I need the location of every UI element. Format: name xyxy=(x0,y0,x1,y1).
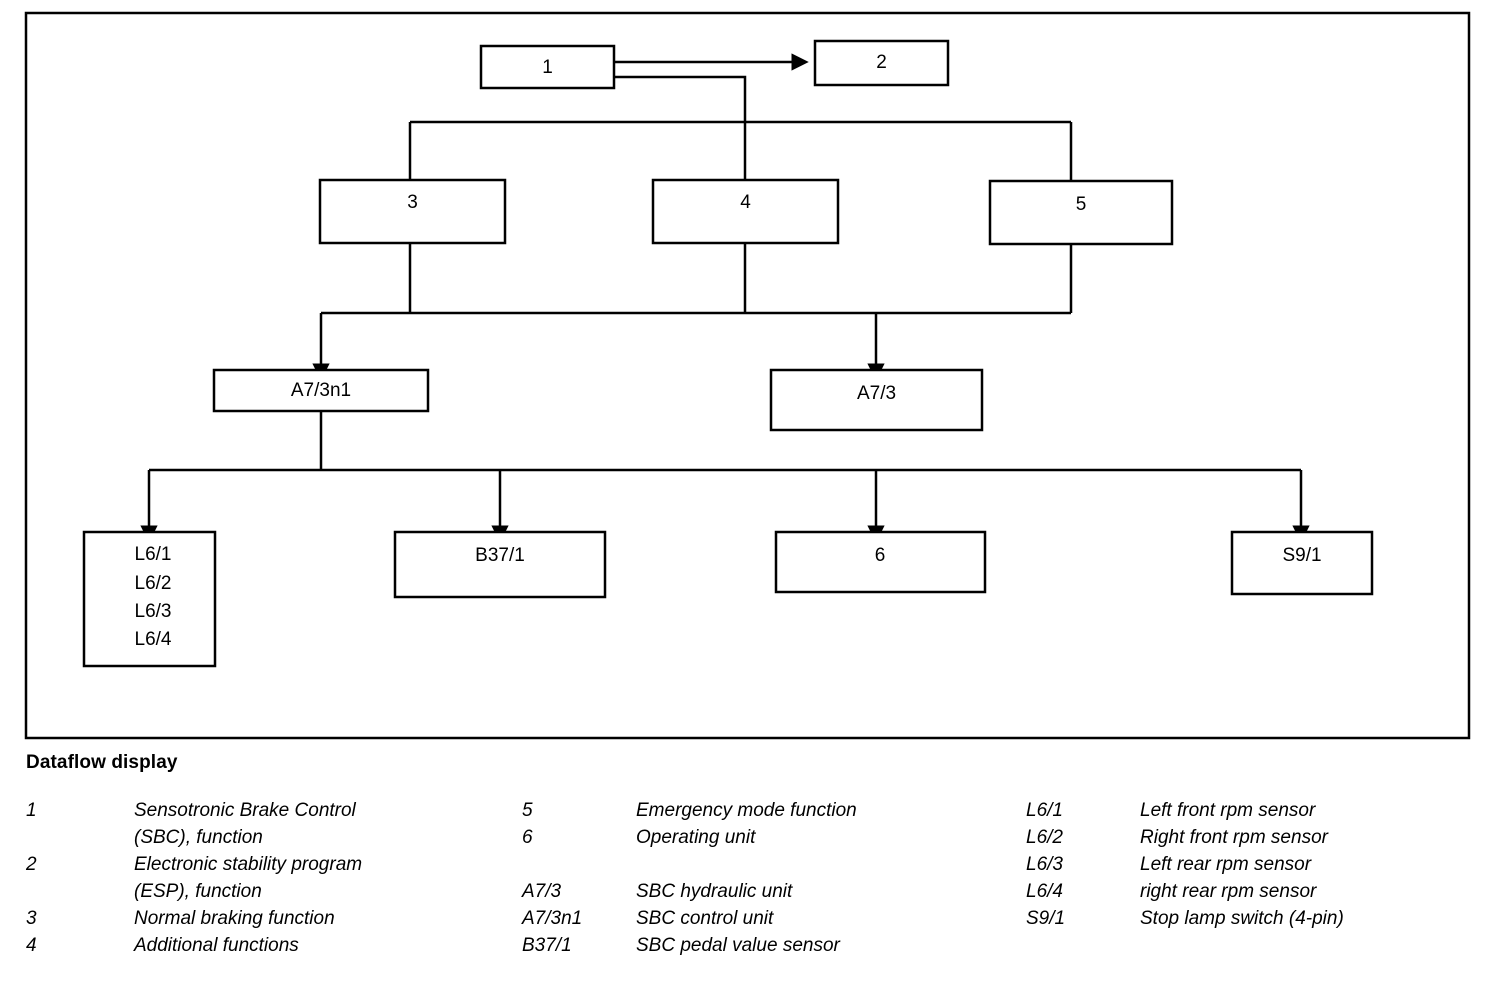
legend-item: 6 Operating unit xyxy=(522,824,1002,851)
legend-column-2: 5 Emergency mode function 6 Operating un… xyxy=(522,797,1002,959)
dataflow-diagram: 1 2 3 4 5 A7/3n1 xyxy=(24,11,1471,740)
legend-title: Dataflow display xyxy=(26,752,178,773)
legend-item: 4 Additional functions xyxy=(26,932,496,959)
legend-item: 2 Electronic stability program(ESP), fun… xyxy=(26,851,496,905)
box-a73n1-label: A7/3n1 xyxy=(291,380,351,401)
legend-item: 3 Normal braking function xyxy=(26,905,496,932)
box-3[interactable]: 3 xyxy=(318,178,507,245)
legend-item: A7/3n1 SBC control unit xyxy=(522,905,1002,932)
box-6-label: 6 xyxy=(875,545,886,566)
legend-item: L6/3 Left rear rpm sensor xyxy=(1026,851,1496,878)
legend-key: S9/1 xyxy=(1026,908,1066,929)
legend-item: 1 Sensotronic Brake Control(SBC), functi… xyxy=(26,797,496,851)
box-l6-line-3: L6/3 xyxy=(135,601,172,622)
legend-column-3: L6/1 Left front rpm sensor L6/2 Right fr… xyxy=(1026,797,1496,932)
legend-key: 1 xyxy=(26,800,37,821)
legend-item: 5 Emergency mode function xyxy=(522,797,1002,824)
legend-item: L6/2 Right front rpm sensor xyxy=(1026,824,1496,851)
box-2-label: 2 xyxy=(876,52,887,73)
box-5-label: 5 xyxy=(1076,194,1087,215)
legend-desc-cont: (ESP), function xyxy=(134,881,262,902)
diagram-boxes: 1 2 3 4 5 A7/3n1 xyxy=(82,39,1374,668)
legend-key: 4 xyxy=(26,935,37,956)
legend-item: S9/1 Stop lamp switch (4-pin) xyxy=(1026,905,1496,932)
legend-desc: Stop lamp switch (4-pin) xyxy=(1140,908,1344,929)
legend-item: B37/1 SBC pedal value sensor xyxy=(522,932,1002,959)
legend-item: L6/4 right rear rpm sensor xyxy=(1026,878,1496,905)
legend-key: A7/3n1 xyxy=(522,908,583,929)
legend-key: 3 xyxy=(26,908,37,929)
box-1-label: 1 xyxy=(542,57,553,78)
legend-column-1: 1 Sensotronic Brake Control(SBC), functi… xyxy=(26,797,496,959)
box-l6-line-2: L6/2 xyxy=(135,573,172,594)
box-4[interactable]: 4 xyxy=(651,178,840,245)
box-b371[interactable]: B37/1 xyxy=(393,530,607,599)
box-b371-label: B37/1 xyxy=(475,545,525,566)
legend-desc: Emergency mode function xyxy=(636,800,857,821)
legend-desc: SBC pedal value sensor xyxy=(636,935,840,956)
legend-desc: Left rear rpm sensor xyxy=(1140,854,1312,875)
box-a73n1[interactable]: A7/3n1 xyxy=(212,368,430,413)
box-3-label: 3 xyxy=(407,192,418,213)
legend-desc: SBC control unit xyxy=(636,908,774,929)
legend-key: L6/1 xyxy=(1026,800,1063,821)
legend-key: 6 xyxy=(522,827,533,848)
legend-item: A7/3 SBC hydraulic unit xyxy=(522,878,1002,905)
legend-key: B37/1 xyxy=(522,935,572,956)
connector-lines xyxy=(140,53,1310,543)
box-l6-line-4: L6/4 xyxy=(135,629,172,650)
box-l6[interactable]: L6/1 L6/2 L6/3 L6/4 xyxy=(82,530,217,668)
legend-key: 5 xyxy=(522,800,533,821)
diagram-frame xyxy=(24,11,1471,740)
legend-desc: right rear rpm sensor xyxy=(1140,881,1317,902)
box-s91[interactable]: S9/1 xyxy=(1230,530,1374,596)
box-a73[interactable]: A7/3 xyxy=(769,368,984,432)
legend-desc: Additional functions xyxy=(134,935,299,956)
legend-desc: Sensotronic Brake Control(SBC), function xyxy=(134,797,496,851)
connector-1-to-bus xyxy=(614,75,747,122)
legend-key: L6/3 xyxy=(1026,854,1063,875)
legend-desc-cont: (SBC), function xyxy=(134,827,263,848)
box-l6-line-1: L6/1 xyxy=(135,544,172,565)
box-a73-label: A7/3 xyxy=(857,383,896,404)
legend-desc: Right front rpm sensor xyxy=(1140,827,1328,848)
legend-key: L6/4 xyxy=(1026,881,1063,902)
legend-key: 2 xyxy=(26,854,37,875)
legend-desc: Normal braking function xyxy=(134,908,335,929)
box-4-label: 4 xyxy=(740,192,751,213)
box-s91-label: S9/1 xyxy=(1282,545,1321,566)
legend-desc: Electronic stability program(ESP), funct… xyxy=(134,851,496,905)
legend-desc: SBC hydraulic unit xyxy=(636,881,793,902)
legend-key: L6/2 xyxy=(1026,827,1063,848)
legend-item: L6/1 Left front rpm sensor xyxy=(1026,797,1496,824)
box-1[interactable]: 1 xyxy=(479,44,616,90)
legend: Dataflow display 1 Sensotronic Brake Con… xyxy=(0,742,1504,990)
legend-desc: Operating unit xyxy=(636,827,756,848)
legend-desc: Left front rpm sensor xyxy=(1140,800,1316,821)
box-6[interactable]: 6 xyxy=(774,530,987,594)
legend-key: A7/3 xyxy=(522,881,562,902)
box-5[interactable]: 5 xyxy=(988,179,1174,246)
legend-spacer xyxy=(522,851,1002,878)
box-2[interactable]: 2 xyxy=(813,39,950,87)
